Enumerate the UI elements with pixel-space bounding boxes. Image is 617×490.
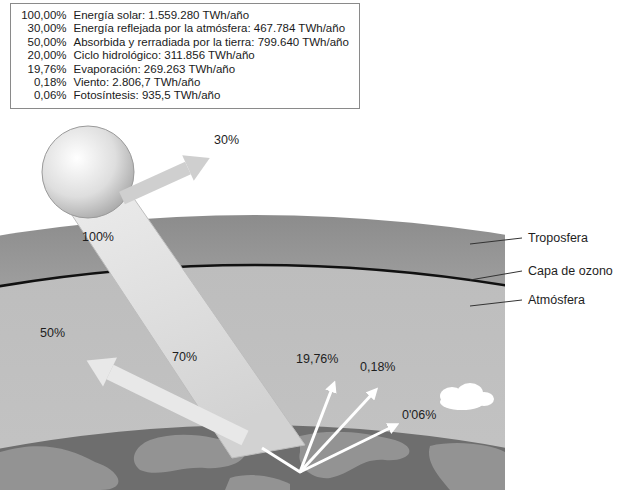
energy-description: Fotosíntesis: 935,5 TWh/año	[74, 89, 349, 102]
percent-value: 19,76%	[21, 63, 67, 76]
reradiated-arrow	[110, 372, 245, 438]
energy-description: Ciclo hidrológico: 311.856 TWh/año	[74, 49, 349, 62]
sun-sphere	[42, 126, 134, 218]
percent-value: 30,00%	[21, 22, 67, 35]
land-shape	[0, 446, 119, 490]
percent-label: 50%	[40, 326, 65, 341]
percent-value: 20,00%	[21, 49, 67, 62]
land-shape	[225, 475, 290, 490]
energy-description: Absorbida y rerradiada por la tierra: 79…	[74, 36, 349, 49]
energy-description: Energía solar: 1.559.280 TWh/año	[74, 9, 349, 22]
wind-line	[300, 392, 374, 472]
leader-lines	[470, 238, 522, 306]
cloud	[440, 383, 494, 410]
energy-description: Viento: 2.806,7 TWh/año	[74, 76, 349, 89]
layer-label: Atmósfera	[528, 293, 585, 308]
percent-label: 19,76%	[296, 352, 338, 367]
land-shape	[429, 443, 505, 490]
evaporation-line	[262, 386, 333, 472]
reflected-arrow	[122, 168, 188, 198]
layer-label: Troposfera	[528, 231, 588, 246]
layer-label: Capa de ozono	[528, 264, 613, 279]
leader-line	[470, 238, 522, 244]
reflected-arrow-head	[182, 155, 210, 180]
percent-value: 50,00%	[21, 36, 67, 49]
leader-line	[470, 300, 522, 306]
table-grid: 100,00% Energía solar: 1.559.280 TWh/año 3…	[21, 9, 349, 103]
solar-beam	[62, 190, 305, 458]
energy-description: Energía reflejada por la atmósfera: 467.…	[74, 22, 349, 35]
percent-label: 70%	[172, 350, 197, 365]
cloud-part	[474, 392, 494, 406]
percent-label: 0,18%	[360, 360, 395, 375]
percent-label: 100%	[82, 230, 114, 245]
percent-value: 0,06%	[21, 89, 67, 102]
reradiated-arrow-head	[87, 358, 117, 387]
percent-label: 0'06%	[402, 408, 436, 423]
percent-value: 0,18%	[21, 76, 67, 89]
energy-table-box: 100,00% Energía solar: 1.559.280 TWh/año 3…	[10, 3, 360, 109]
leader-line	[470, 271, 522, 280]
photosynthesis-line	[300, 426, 394, 472]
energy-paths	[262, 386, 394, 472]
energy-description: Evaporación: 269.263 TWh/año	[74, 63, 349, 76]
percent-value: 100,00%	[21, 9, 67, 22]
percent-label: 30%	[214, 133, 239, 148]
